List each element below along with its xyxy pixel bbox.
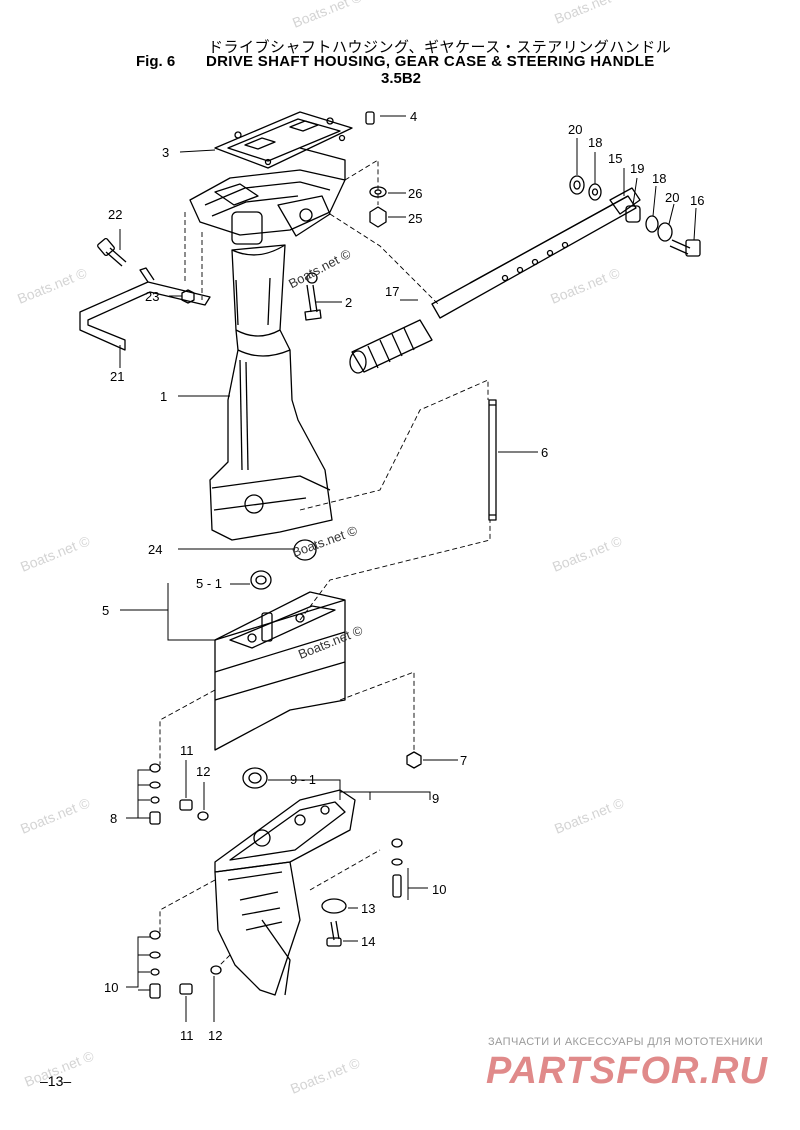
seal-part-5-1 <box>250 570 272 590</box>
title-english: DRIVE SHAFT HOUSING, GEAR CASE & STEERIN… <box>206 53 655 70</box>
callout-23: 23 <box>145 289 159 304</box>
callout-9-1: 9 - 1 <box>290 772 316 787</box>
nut-part-25 <box>369 206 387 228</box>
bolt-part-16 <box>669 239 701 257</box>
title-japanese: ドライブシャフトハウジング、ギヤケース・ステアリングハンドル <box>208 38 672 56</box>
washer-part-18-right <box>645 215 659 233</box>
gear-case-lower <box>214 861 301 996</box>
callout-3: 3 <box>162 145 169 160</box>
callout-14: 14 <box>361 934 375 949</box>
leader-lines <box>119 115 697 1022</box>
housing-middle-part-5 <box>214 591 346 751</box>
gasket-part-12-bottom <box>210 965 222 975</box>
callout-15: 15 <box>608 151 622 166</box>
steering-handle-bar <box>431 187 641 319</box>
drive-shaft-part-6 <box>488 399 497 521</box>
callout-20-left: 20 <box>568 122 582 137</box>
callout-1: 1 <box>160 389 167 404</box>
callout-18-right: 18 <box>652 171 666 186</box>
callout-24: 24 <box>148 542 162 557</box>
callout-21: 21 <box>110 369 124 384</box>
brand-subtitle: ЗАПЧАСТИ И АКСЕССУАРЫ ДЛЯ МОТОТЕХНИКИ <box>488 1036 764 1048</box>
gear-case-part-9 <box>214 789 356 873</box>
nut-part-23 <box>181 289 195 304</box>
figure-number: Fig. 6 <box>136 53 176 70</box>
grip-part-17 <box>349 319 433 374</box>
callout-11-bottom: 11 <box>180 1028 194 1043</box>
washer-part-18-left <box>588 183 602 201</box>
washer-part-20-right <box>657 222 673 242</box>
callout-13: 13 <box>361 901 375 916</box>
callout-18-left: 18 <box>588 135 602 150</box>
callout-6: 6 <box>541 445 548 460</box>
housing-top-mount <box>189 147 346 245</box>
callout-9: 9 <box>432 791 439 806</box>
callout-17: 17 <box>385 284 399 299</box>
callout-20-right: 20 <box>665 190 679 205</box>
pin-part-4 <box>365 111 375 125</box>
bolt-part-14 <box>326 920 342 947</box>
callout-8: 8 <box>110 811 117 826</box>
callout-7: 7 <box>460 753 467 768</box>
plug-part-11-top <box>179 799 193 811</box>
bolt-set-part-10-right <box>391 838 403 898</box>
gasket-part-12-top <box>197 811 209 821</box>
nut-part-7 <box>406 751 422 769</box>
callout-12-top: 12 <box>196 764 210 779</box>
bolt-set-part-8 <box>149 763 161 825</box>
washer-part-13 <box>321 898 347 914</box>
plug-part-11-bottom <box>179 983 193 995</box>
plug-part-24 <box>293 539 317 561</box>
drive-shaft-housing-part-1 <box>209 244 333 541</box>
callout-12-bottom: 12 <box>208 1028 222 1043</box>
callout-11-top: 11 <box>180 743 194 758</box>
bolt-part-2 <box>304 272 322 321</box>
callout-26: 26 <box>408 186 422 201</box>
callout-5-1: 5 - 1 <box>196 576 222 591</box>
callout-2: 2 <box>345 295 352 310</box>
model-code: 3.5B2 <box>381 70 422 87</box>
assembly-dash-lines <box>159 159 491 966</box>
bearing-part-9-1 <box>242 767 268 789</box>
gasket-part-3 <box>214 111 353 169</box>
callout-labels: 3 4 26 25 22 23 2 21 1 17 20 18 15 19 18… <box>102 109 704 1043</box>
callout-10-left: 10 <box>104 980 118 995</box>
bolt-part-22 <box>97 237 127 267</box>
brand-logo: PARTSFOR.RU <box>486 1050 768 1092</box>
carry-handle-part-21 <box>79 267 211 351</box>
callout-5: 5 <box>102 603 109 618</box>
washer-part-20-left <box>569 175 585 195</box>
callout-16: 16 <box>690 193 704 208</box>
callout-22: 22 <box>108 207 122 222</box>
callout-25: 25 <box>408 211 422 226</box>
collar-part-19 <box>625 205 641 223</box>
callout-4: 4 <box>410 109 417 124</box>
callout-19: 19 <box>630 161 644 176</box>
callout-10-right: 10 <box>432 882 446 897</box>
page-number: –13– <box>40 1073 72 1089</box>
bolt-set-part-10-left <box>149 930 161 999</box>
